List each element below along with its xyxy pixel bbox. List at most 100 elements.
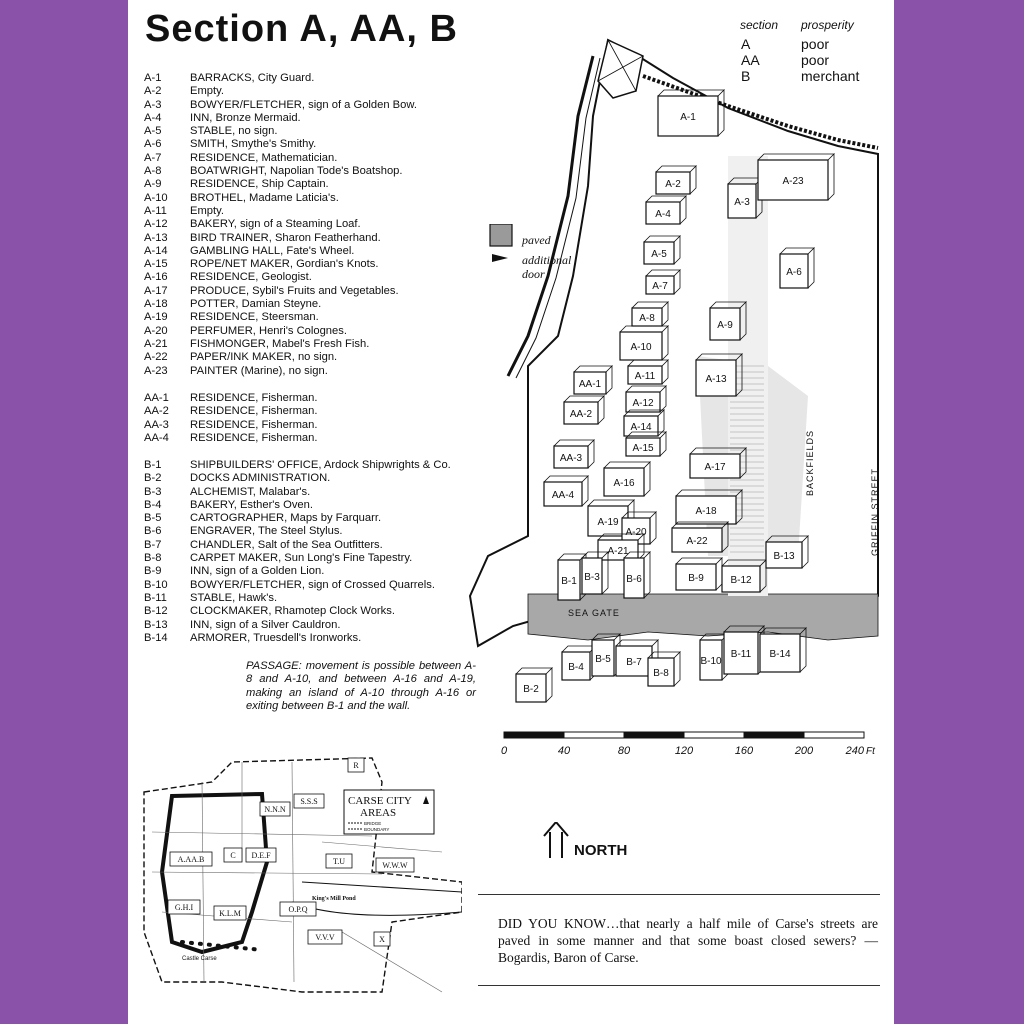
building-label: A-11 bbox=[635, 371, 656, 382]
location-code: A-20 bbox=[144, 324, 168, 337]
location-description: RESIDENCE, Geologist. bbox=[190, 271, 312, 284]
building-roof bbox=[779, 247, 815, 289]
building-label: B-8 bbox=[653, 668, 669, 679]
building-label: A-4 bbox=[655, 209, 671, 220]
building-roof bbox=[623, 409, 665, 437]
location-code: A-1 bbox=[144, 72, 162, 84]
scale-tick-label: 40 bbox=[558, 745, 571, 757]
location-description: SHIPBUILDERS' OFFICE, Ardock Shipwrights… bbox=[190, 459, 451, 471]
scale-tick-label: 200 bbox=[794, 745, 814, 757]
location-description: RESIDENCE, Steersman. bbox=[190, 311, 319, 324]
building-label: B-5 bbox=[595, 654, 611, 665]
building-roof bbox=[645, 195, 687, 225]
location-description: Empty. bbox=[190, 204, 224, 217]
location-code: A-15 bbox=[144, 258, 168, 271]
building-roof bbox=[619, 325, 669, 361]
map-building-aa-4: AA-4 bbox=[543, 475, 589, 507]
scale-segment bbox=[743, 731, 805, 739]
building-outline bbox=[657, 95, 719, 137]
inset-title-line1: CARSE CITY bbox=[348, 795, 412, 807]
location-code: B-7 bbox=[144, 538, 162, 551]
location-code: A-2 bbox=[144, 85, 162, 98]
building-roof bbox=[721, 559, 767, 593]
location-description: RESIDENCE, Mathematician. bbox=[190, 151, 338, 164]
map-symbol-legend-graphic: paved additional door bbox=[489, 223, 572, 281]
building-outline bbox=[721, 565, 761, 593]
building-outline bbox=[759, 633, 801, 673]
location-code: B-4 bbox=[144, 498, 162, 511]
scale-tick-label: 0 bbox=[501, 745, 508, 757]
building-outline bbox=[619, 331, 663, 361]
building-roof bbox=[625, 431, 667, 457]
location-description: BAKERY, sign of a Steaming Loaf. bbox=[190, 218, 361, 231]
inset-pond-label: King's Mill Pond bbox=[312, 896, 356, 902]
north-arrow-shape bbox=[543, 822, 569, 858]
building-roof bbox=[627, 359, 669, 385]
old-city-wall bbox=[159, 791, 270, 955]
location-description: SMITH, Smythe's Smithy. bbox=[190, 138, 317, 151]
map-building-a-12: A-12 bbox=[625, 385, 667, 413]
location-description: RESIDENCE, Fisherman. bbox=[190, 431, 318, 444]
map-building-a-1: A-1 bbox=[657, 89, 725, 137]
legend-door-label: door bbox=[522, 267, 545, 281]
building-roof bbox=[515, 667, 553, 703]
inset-area-box bbox=[375, 857, 415, 873]
building-label: AA-3 bbox=[560, 453, 583, 464]
location-description: PRODUCE, Sybil's Fruits and Vegetables. bbox=[190, 284, 399, 297]
building-label: B-7 bbox=[626, 657, 642, 668]
inset-key-bridge: BRIDGE bbox=[364, 821, 381, 826]
inset-north-icon bbox=[423, 796, 429, 804]
building-roof bbox=[563, 395, 605, 425]
location-description: INN, sign of a Golden Lion. bbox=[190, 565, 325, 578]
location-code: A-11 bbox=[144, 204, 167, 217]
building-roof bbox=[621, 511, 657, 545]
legend-section-b: B bbox=[741, 68, 751, 84]
building-outline bbox=[543, 481, 583, 507]
location-code: A-19 bbox=[144, 311, 168, 324]
map-page: Section A, AA, B section prosperity A po… bbox=[128, 0, 894, 1024]
griffin-street-label: GRIFFIN STREET bbox=[870, 468, 880, 556]
location-code: A-10 bbox=[144, 191, 168, 204]
location-code: A-9 bbox=[144, 178, 162, 191]
building-roof bbox=[597, 533, 645, 561]
building-outline bbox=[695, 359, 737, 397]
building-outline bbox=[563, 401, 599, 425]
building-roof bbox=[689, 447, 747, 479]
did-you-know-box: DID YOU KNOW…that nearly a half mile of … bbox=[478, 894, 880, 986]
building-label: A-17 bbox=[704, 462, 726, 473]
building-outline bbox=[647, 657, 675, 687]
building-roof bbox=[573, 365, 613, 395]
inset-street bbox=[151, 831, 373, 837]
location-code: A-17 bbox=[144, 284, 168, 297]
door-arrow-icon bbox=[492, 254, 508, 262]
building-label: B-14 bbox=[769, 649, 791, 660]
location-description: BOWYER/FLETCHER, sign of a Golden Bow. bbox=[190, 98, 417, 111]
location-code: A-8 bbox=[144, 165, 162, 178]
inset-area-label: X bbox=[379, 935, 385, 944]
building-roof bbox=[655, 165, 697, 195]
building-outline bbox=[699, 639, 723, 681]
map-building-a-3: A-3 bbox=[727, 177, 763, 219]
inset-area-box bbox=[245, 847, 277, 863]
location-description: ROPE/NET MAKER, Gordian's Knots. bbox=[190, 258, 379, 271]
map-building-a-5: A-5 bbox=[643, 235, 681, 265]
inset-area-box bbox=[293, 793, 325, 809]
map-building-b-13: B-13 bbox=[765, 535, 809, 569]
building-outline bbox=[557, 559, 581, 601]
location-description: CARTOGRAPHER, Maps by Farquarr. bbox=[190, 512, 382, 525]
building-roof bbox=[623, 551, 651, 599]
location-description: GAMBLING HALL, Fate's Wheel. bbox=[190, 244, 355, 257]
